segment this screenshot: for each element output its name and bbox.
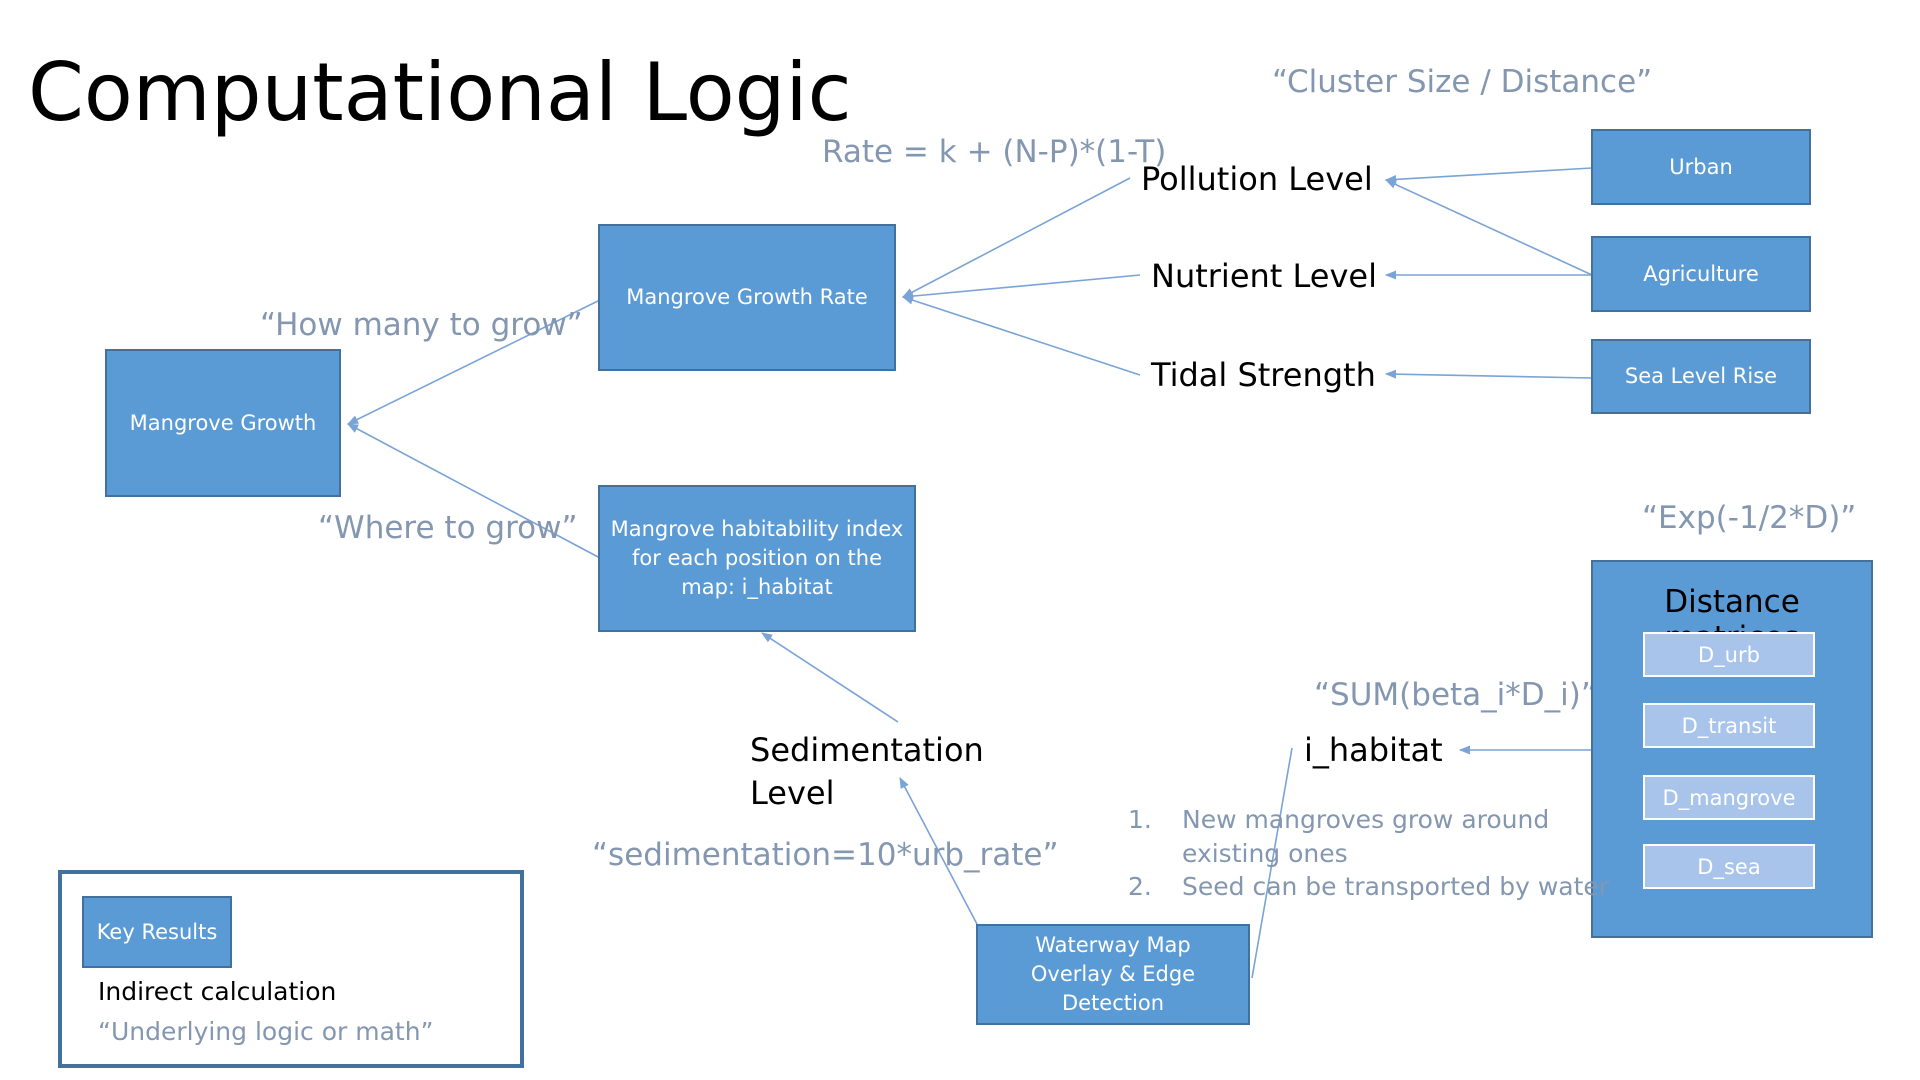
legend-underlying-logic: “Underlying logic or math” xyxy=(98,1017,434,1046)
link-tidal-to-rate xyxy=(901,295,1141,376)
box-agriculture: Agriculture xyxy=(1591,236,1811,312)
matrix-d-transit: D_transit xyxy=(1643,703,1815,748)
box-sea-level-rise: Sea Level Rise xyxy=(1591,339,1811,414)
matrix-d-urb: D_urb xyxy=(1643,632,1815,677)
note-sum: “SUM(beta_i*D_i)” xyxy=(1314,677,1597,713)
link-agri-to-pollution xyxy=(1384,179,1593,276)
legend-indirect-calculation: Indirect calculation xyxy=(98,977,337,1006)
label-nutrient-level: Nutrient Level xyxy=(1151,257,1377,295)
link-waterway-to-ihabitat xyxy=(1251,747,1293,979)
link-sealevel-to-tidal xyxy=(1384,369,1593,379)
link-sediment-to-habitat xyxy=(761,632,899,723)
note-where: “Where to grow” xyxy=(318,510,578,546)
label-pollution-level: Pollution Level xyxy=(1141,160,1373,198)
link-pollution-to-rate xyxy=(902,177,1131,298)
link-waterway-to-sediment xyxy=(899,777,979,927)
note-rate-formula: Rate = k + (N-P)*(1-T) xyxy=(822,134,1167,170)
box-habitability-index: Mangrove habitability index for each pos… xyxy=(598,485,916,632)
box-growth-rate: Mangrove Growth Rate xyxy=(598,224,896,371)
list-num-2: 2. xyxy=(1128,872,1152,901)
slide-title: Computational Logic xyxy=(28,46,852,139)
note-cluster-size: “Cluster Size / Distance” xyxy=(1272,64,1653,100)
legend-box xyxy=(58,870,524,1068)
matrix-d-sea: D_sea xyxy=(1643,844,1815,889)
label-sedimentation-line2: Level xyxy=(750,774,835,812)
note-how-many: “How many to grow” xyxy=(260,307,583,343)
link-urban-to-pollution xyxy=(1384,167,1593,184)
note-sedimentation: “sedimentation=10*urb_rate” xyxy=(592,837,1059,873)
label-i-habitat: i_habitat xyxy=(1304,731,1443,769)
link-habitat-to-growth xyxy=(347,423,601,559)
box-urban: Urban xyxy=(1591,129,1811,205)
label-sedimentation-line1: Sedimentation xyxy=(750,731,984,769)
list-item-2-line1: Seed can be transported by water xyxy=(1182,872,1610,901)
list-item-1-line2: existing ones xyxy=(1182,839,1348,868)
link-nutrient-to-rate xyxy=(901,274,1141,301)
label-tidal-strength: Tidal Strength xyxy=(1151,356,1376,394)
legend-key-results: Key Results xyxy=(82,896,232,968)
list-num-1: 1. xyxy=(1128,805,1152,834)
link-rate-to-growth xyxy=(346,299,601,425)
box-mangrove-growth: Mangrove Growth xyxy=(105,349,341,497)
matrix-d-mangrove: D_mangrove xyxy=(1643,775,1815,820)
note-exp: “Exp(-1/2*D)” xyxy=(1642,500,1857,536)
list-item-1-line1: New mangroves grow around xyxy=(1182,805,1550,834)
box-waterway-overlay: Waterway Map Overlay & Edge Detection xyxy=(976,924,1250,1025)
